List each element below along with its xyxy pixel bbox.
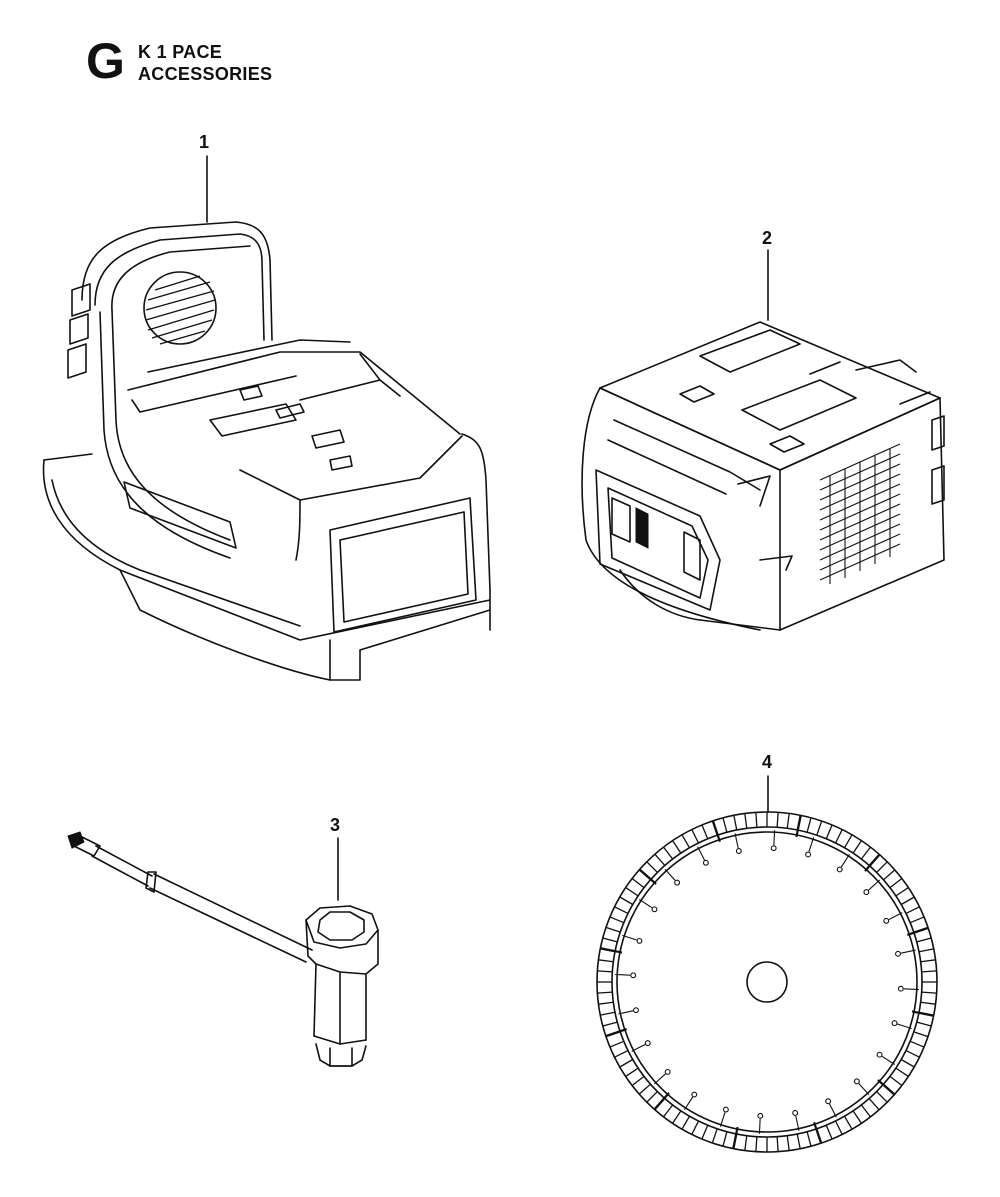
battery-charger-icon[interactable] (42, 155, 491, 681)
combination-wrench-icon[interactable] (67, 831, 379, 1067)
callout-2[interactable]: 2 (762, 228, 773, 248)
diamond-blade-icon[interactable] (596, 775, 938, 1153)
callout-1[interactable]: 1 (199, 132, 210, 152)
callout-4[interactable]: 4 (762, 752, 773, 772)
battery-pack-icon[interactable] (581, 249, 945, 631)
callout-3[interactable]: 3 (330, 815, 341, 835)
section-letter: G (86, 33, 125, 89)
page-title: ACCESSORIES (138, 64, 273, 84)
model-name: K 1 PACE (138, 42, 223, 62)
